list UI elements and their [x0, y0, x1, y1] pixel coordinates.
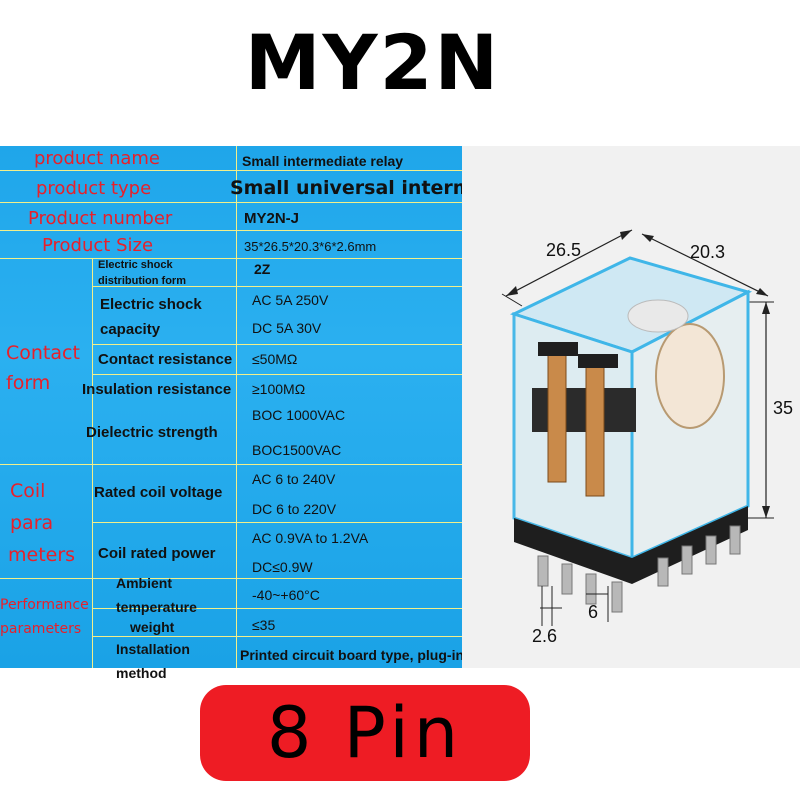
coil-group-label: Coil: [10, 480, 46, 502]
product-number-value: MY2N-J: [244, 210, 300, 227]
contact-group-label: Contact: [6, 342, 80, 364]
dielectric-value-2: BOC1500VAC: [252, 442, 342, 458]
dimension-height: 35: [773, 398, 794, 418]
performance-group-label: Performance: [0, 597, 89, 613]
coil-power-label: Coil rated power: [98, 545, 216, 562]
dimension-pitch: 2.6: [532, 626, 558, 646]
pin-count-label: 8 Pin: [266, 692, 464, 774]
ambient-label-2: temperature: [116, 599, 197, 615]
product-size-value: 35*26.5*20.3*6*2.6mm: [244, 239, 377, 254]
install-label: Installation: [116, 641, 190, 657]
product-name-label: product name: [34, 148, 160, 169]
install-value: Printed circuit board type, plug-in type: [240, 647, 497, 663]
contact-resistance-label: Contact resistance: [98, 351, 233, 368]
ambient-value: -40~+60°C: [252, 587, 320, 603]
dimension-width: 26.5: [546, 240, 582, 260]
product-type-label: product type: [36, 178, 152, 199]
performance-group-label-2: parameters: [0, 621, 82, 637]
coil-group-label-3: meters: [8, 544, 76, 566]
weight-label: weight: [130, 619, 175, 635]
pin-count-badge: 8 Pin: [200, 685, 530, 781]
distribution-label: Electric shock: [98, 259, 173, 271]
product-name-value: Small intermediate relay: [242, 153, 404, 169]
coil-power-dc: DC≤0.9W: [252, 559, 313, 575]
coil-voltage-label: Rated coil voltage: [94, 484, 223, 501]
spec-table: product name Small intermediate relay pr…: [0, 146, 770, 668]
distribution-label-2: distribution form: [98, 275, 186, 287]
weight-value: ≤35: [252, 617, 276, 633]
coil-power-ac: AC 0.9VA to 1.2VA: [252, 530, 369, 546]
dimension-depth: 20.3: [690, 242, 726, 262]
capacity-value-dc: DC 5A 30V: [252, 320, 322, 336]
product-size-label: Product Size: [42, 235, 154, 256]
product-title: MY2N: [244, 18, 501, 107]
capacity-label: Electric shock: [100, 296, 202, 313]
dielectric-label: Dielectric strength: [86, 424, 218, 441]
capacity-label-2: capacity: [100, 321, 161, 338]
coil-voltage-ac: AC 6 to 240V: [252, 471, 336, 487]
relay-illustration: [501, 229, 774, 626]
product-number-label: Product number: [28, 208, 173, 229]
coil-group-label-2: para: [10, 512, 54, 534]
capacity-value-ac: AC 5A 250V: [252, 292, 329, 308]
dimension-pin: 6: [588, 602, 599, 622]
contact-resistance-value: ≤50MΩ: [252, 351, 298, 367]
relay-photo: [462, 146, 800, 668]
insulation-label: Insulation resistance: [82, 381, 232, 398]
distribution-value: 2Z: [254, 261, 271, 277]
insulation-value: ≥100MΩ: [252, 381, 306, 397]
ambient-label: Ambient: [116, 575, 172, 591]
dielectric-value-1: BOC 1000VAC: [252, 407, 346, 423]
coil-voltage-dc: DC 6 to 220V: [252, 501, 337, 517]
contact-group-label-2: form: [6, 372, 51, 394]
install-label-2: method: [116, 665, 167, 681]
